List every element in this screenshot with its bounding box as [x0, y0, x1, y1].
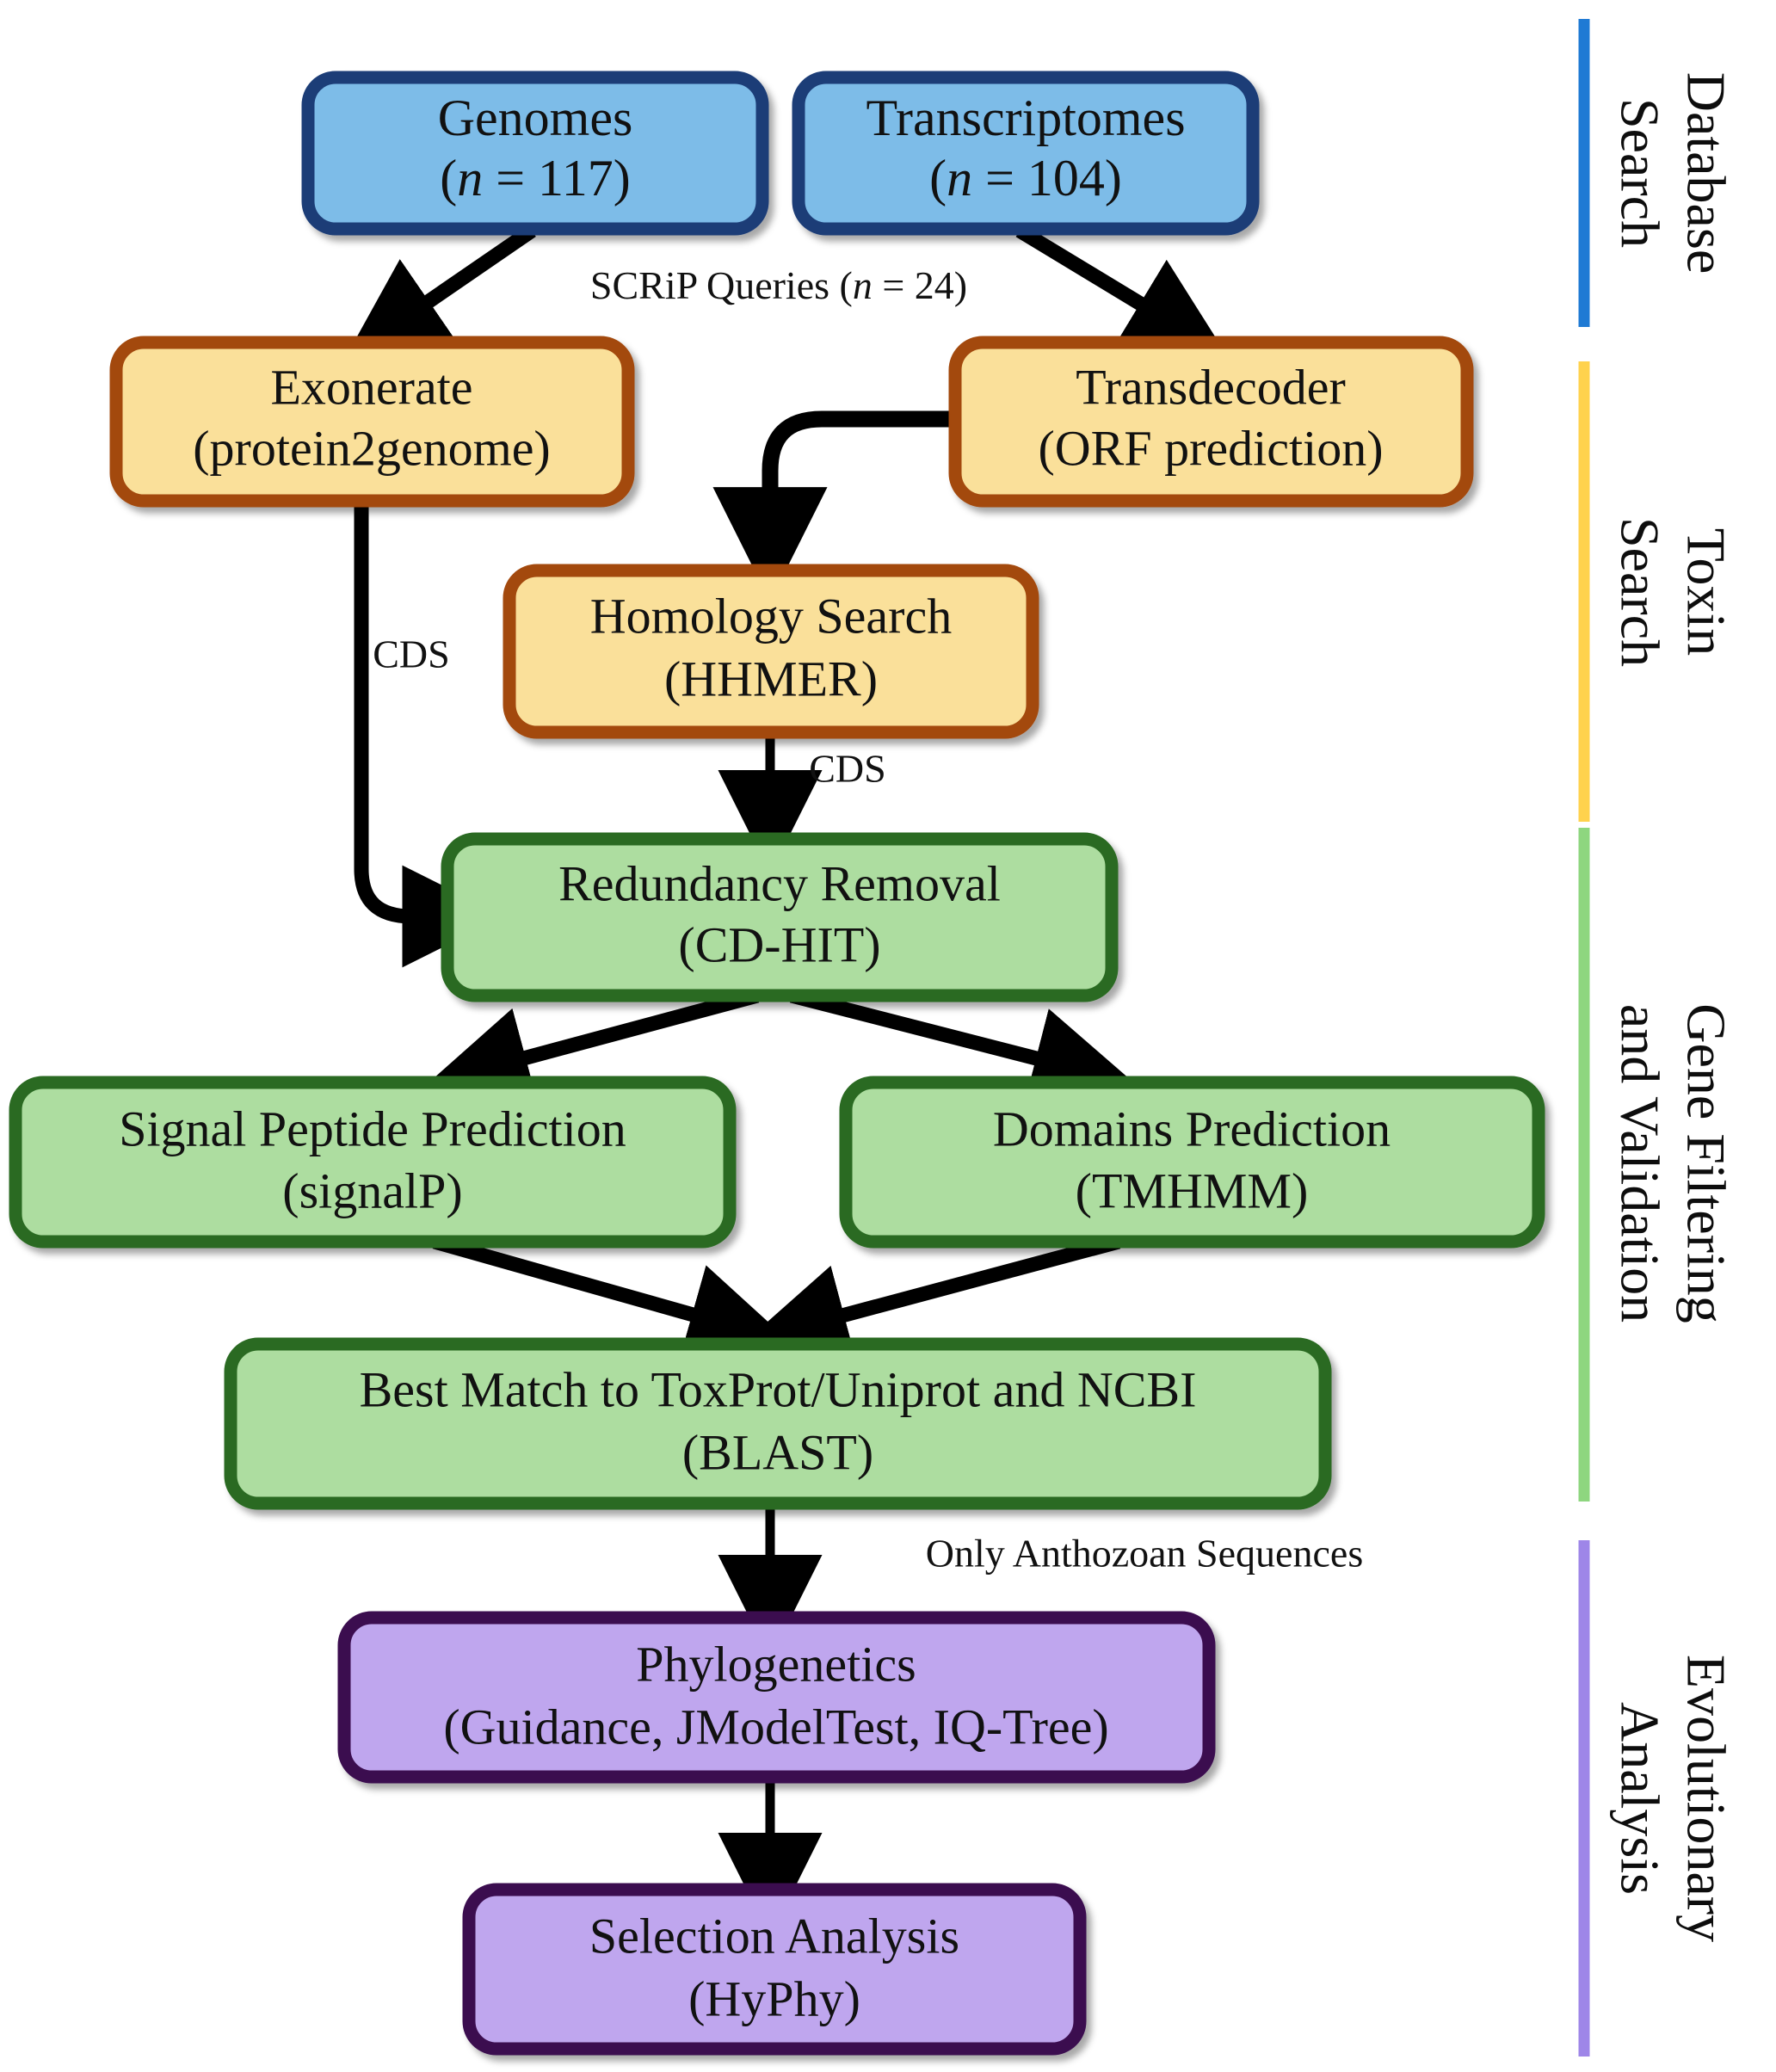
node-transdecoder-line2: (ORF prediction) — [1038, 420, 1383, 476]
node-domains-prediction[interactable]: Domains Prediction (TMHMM) — [839, 1076, 1545, 1249]
edge-label-only-anthozoan-sequences: Only Anthozoan Sequences — [926, 1532, 1363, 1576]
node-redundancy-removal[interactable]: Redundancy Removal (CD-HIT) — [441, 832, 1119, 1002]
edge-signalp-to-blast — [432, 1234, 791, 1364]
edge-genomes-to-exonerate — [344, 224, 536, 360]
node-phylogenetics[interactable]: Phylogenetics (Guidance, JModelTest, IQ-… — [337, 1611, 1216, 1784]
node-transdecoder-line1: Transdecoder — [1076, 359, 1346, 415]
stage-label-toxin-search-line2: Search — [1609, 517, 1670, 667]
node-homology-search-line1: Homology Search — [590, 588, 952, 644]
node-exonerate-line2: (protein2genome) — [193, 420, 551, 476]
node-exonerate[interactable]: Exonerate (protein2genome) — [109, 336, 635, 508]
node-phylogenetics-line2: (Guidance, JModelTest, IQ-Tree) — [443, 1699, 1108, 1754]
stage-label-toxin-search-line1: Toxin — [1675, 528, 1736, 656]
node-transcriptomes-line1: Transcriptomes — [866, 89, 1185, 146]
node-redundancy-removal-line2: (CD-HIT) — [678, 916, 880, 972]
node-exonerate-line1: Exonerate — [270, 359, 472, 415]
node-selection-analysis-line2: (HyPhy) — [688, 1970, 860, 2026]
edge-label-scrip-queries: SCRiP Queries (n = 24) — [590, 263, 967, 307]
stage-gene-filtering: Gene Filtering and Validation — [1578, 828, 1736, 1502]
stage-label-gene-filtering-line2: and Validation — [1609, 1004, 1670, 1323]
edge-tmhmm-to-blast — [744, 1234, 1121, 1365]
node-best-match-blast-line1: Best Match to ToxProt/Uniprot and NCBI — [360, 1361, 1197, 1417]
node-domains-prediction-line2: (TMHMM) — [1076, 1162, 1309, 1218]
node-best-match-blast[interactable]: Best Match to ToxProt/Uniprot and NCBI (… — [224, 1337, 1332, 1510]
node-selection-analysis-box — [462, 1883, 1087, 2056]
node-phylogenetics-line1: Phylogenetics — [636, 1636, 916, 1692]
edge-transdecoder-to-homology — [712, 410, 977, 602]
node-genomes-line1: Genomes — [438, 89, 633, 146]
stage-database-search: Database Search — [1578, 19, 1736, 327]
node-transdecoder[interactable]: Transdecoder (ORF prediction) — [948, 336, 1474, 508]
stage-label-database-search-line2: Search — [1609, 98, 1670, 248]
node-redundancy-removal-line1: Redundancy Removal — [558, 855, 1001, 911]
stage-label-evolutionary-analysis-line1: Evolutionary — [1675, 1655, 1736, 1942]
node-transdecoder-box — [948, 336, 1474, 508]
node-best-match-blast-box — [224, 1337, 1332, 1510]
node-phylogenetics-box — [337, 1611, 1216, 1784]
node-signal-peptide-prediction-line1: Signal Peptide Prediction — [119, 1101, 626, 1156]
node-domains-prediction-line1: Domains Prediction — [993, 1101, 1391, 1156]
node-signal-peptide-prediction-box — [9, 1076, 737, 1249]
node-homology-search-line2: (HHMER) — [664, 651, 878, 706]
node-transcriptomes-box — [792, 71, 1260, 236]
node-domains-prediction-box — [839, 1076, 1545, 1249]
edge-label-cds-left: CDS — [373, 632, 449, 676]
node-best-match-blast-line2: (BLAST) — [682, 1424, 873, 1480]
node-transcriptomes[interactable]: Transcriptomes (n = 104) — [792, 71, 1260, 236]
edge-redundancy-to-signalp — [426, 988, 760, 1107]
node-signal-peptide-prediction[interactable]: Signal Peptide Prediction (signalP) — [9, 1076, 737, 1249]
stage-evolutionary-analysis: Evolutionary Analysis — [1578, 1540, 1736, 2057]
stage-toxin-search: Toxin Search — [1578, 361, 1736, 822]
edge-exonerate-to-redundancy — [354, 501, 505, 968]
node-selection-analysis[interactable]: Selection Analysis (HyPhy) — [462, 1883, 1087, 2056]
edge-redundancy-to-tmhmm — [789, 988, 1136, 1108]
stage-label-database-search-line1: Database — [1675, 72, 1736, 274]
node-exonerate-box — [109, 336, 635, 508]
node-homology-search-box — [503, 564, 1039, 739]
edge-transcriptomes-to-transdecoder — [1015, 224, 1228, 357]
node-genomes-box — [301, 71, 769, 236]
node-genomes-line2: (n = 117) — [440, 150, 631, 207]
node-selection-analysis-line1: Selection Analysis — [589, 1908, 959, 1964]
node-genomes[interactable]: Genomes (n = 117) — [301, 71, 769, 236]
stage-label-evolutionary-analysis-line2: Analysis — [1609, 1702, 1670, 1895]
edge-label-cds-middle: CDS — [809, 747, 885, 791]
node-homology-search[interactable]: Homology Search (HHMER) — [503, 564, 1039, 739]
node-signal-peptide-prediction-line2: (signalP) — [282, 1162, 462, 1218]
node-transcriptomes-line2: (n = 104) — [929, 150, 1122, 207]
node-redundancy-removal-box — [441, 832, 1119, 1002]
stage-label-gene-filtering-line1: Gene Filtering — [1675, 1003, 1736, 1323]
